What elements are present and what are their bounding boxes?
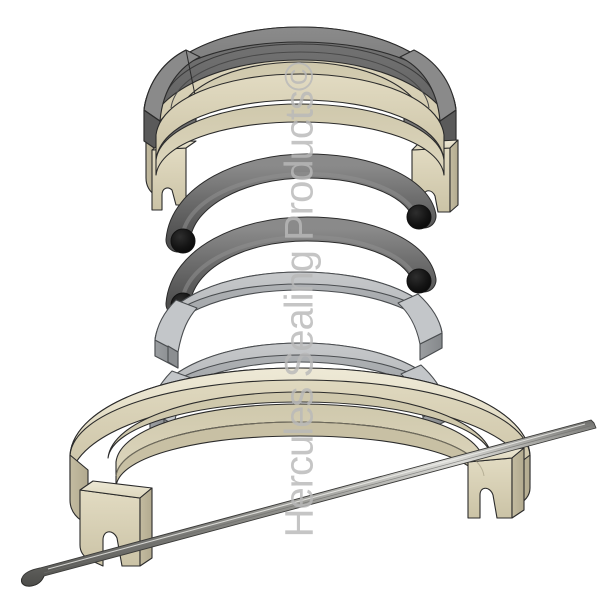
tool-rod-specular-highlight (47, 423, 586, 570)
charcoal-cap-inner-lip-2 (170, 51, 430, 109)
piston-seal-bore-shadow (115, 421, 485, 477)
o-ring-lower-right-cut-end (406, 268, 432, 294)
charcoal-cap-right-bevel (399, 49, 457, 122)
tan-foot-right-side (449, 139, 459, 213)
component-backup-ring-upper (154, 271, 443, 369)
o-ring-upper-tube (166, 154, 436, 252)
tool-rod-shadow-line (43, 425, 591, 574)
component-seal-installation-tool (21, 419, 597, 587)
component-o-ring-upper (165, 153, 437, 254)
tool-rod-hook-tip (21, 575, 45, 587)
tan-lower-band (155, 103, 445, 176)
o-ring-upper-left-cut-end (170, 228, 196, 254)
o-ring-lower-tube (166, 217, 436, 316)
o-ring-lower-highlight (180, 234, 418, 304)
backup-upper-right-bevel (397, 293, 443, 345)
o-ring-upper-right-cut-end (406, 204, 432, 230)
backup-upper-left-edge (167, 345, 179, 369)
component-rod-wiper-seal-assembly (143, 26, 459, 213)
piston-seal-foot-right-side (511, 447, 525, 519)
piston-seal-foot-right (467, 457, 513, 519)
backup-upper-left-bevel (154, 299, 198, 353)
o-ring-upper-highlight (180, 171, 418, 240)
component-piston-rod-seal (69, 367, 531, 567)
piston-seal-foot-left-side (139, 487, 153, 567)
charcoal-cap-inner-lip (162, 43, 438, 105)
